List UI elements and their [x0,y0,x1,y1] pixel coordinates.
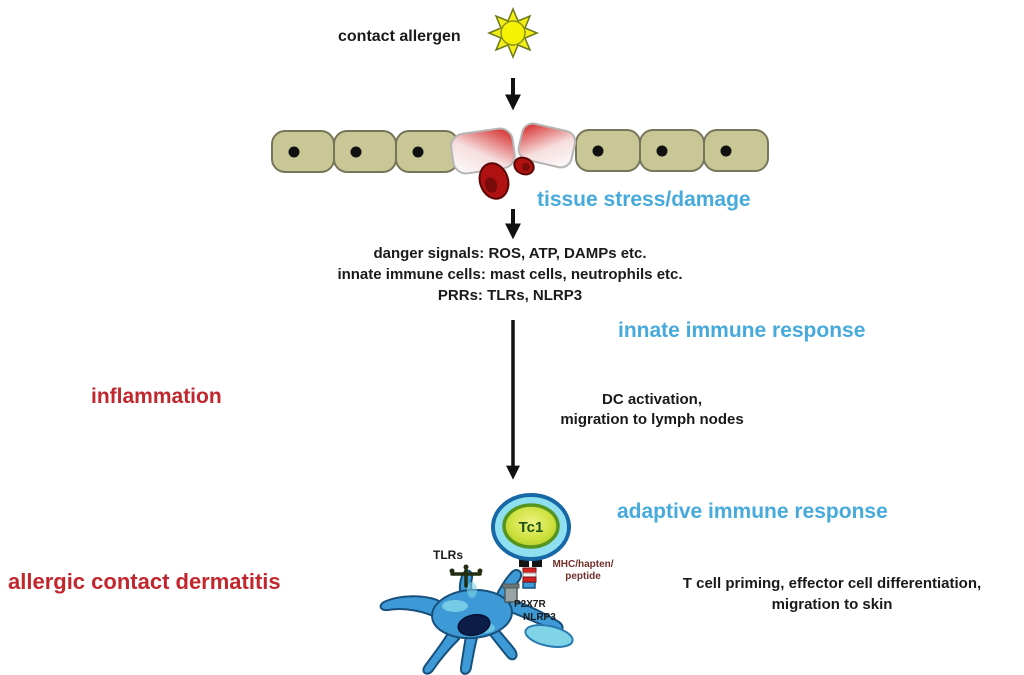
t-cell-priming-line: T cell priming, effector cell differenti… [682,575,982,592]
epithelial-cell [703,129,769,172]
stage-tissue-stress-label: tissue stress/damage [537,188,751,211]
t-cell-priming-block: T cell priming, effector cell differenti… [636,573,1024,615]
dc-activation-block: DC activation, migration to lymph nodes [528,390,776,430]
lymph-migration-line: migration to lymph nodes [560,411,744,428]
damaged-cell-right [517,122,577,169]
dc-arm-bottom-mid [459,635,478,675]
stage-innate-response-label: innate immune response [618,319,866,342]
epithelial-cell [575,129,641,172]
dendritic-cell [379,569,574,675]
prrs-line: PRRs: TLRs, NLRP3 [437,287,583,304]
dc-arm-right [504,599,564,633]
tc1-cell: Tc1 [491,493,571,561]
innate-cells-line: innate immune cells: mast cells, neutrop… [337,266,683,283]
mhc-label-line2: peptide [565,571,601,582]
epithelial-cell [271,130,335,173]
epithelium-row [271,129,769,173]
dc-arm-bottom-left [422,629,460,675]
epithelial-cell [333,130,397,173]
p2x7r-label: P2X7R [514,599,546,610]
epithelial-cell [639,129,705,172]
mhc-hapten-complex-icon [519,557,542,589]
tc1-label: Tc1 [519,519,544,536]
danger-signals-line: danger signals: ROS, ATP, DAMPs etc. [373,245,647,262]
nlrp3-label: NLRP3 [523,612,556,623]
dc-arm-bottom-right [487,625,518,661]
inflammation-label: inflammation [91,385,222,408]
skin-migration-line: migration to skin [771,596,893,613]
epithelial-cell [395,130,459,173]
stage-adaptive-response-label: adaptive immune response [617,500,888,523]
dc-activation-line: DC activation, [601,391,703,408]
innate-signals-block: danger signals: ROS, ATP, DAMPs etc. inn… [293,243,727,306]
allergic-contact-dermatitis-label: allergic contact dermatitis [8,569,281,594]
cell-debris [478,156,535,200]
dc-nucleus [457,613,491,637]
allergen-sun-icon [487,7,539,59]
dc-arm-cyan [524,624,574,648]
contact-allergen-label: contact allergen [338,28,461,45]
tlr-receptor-icon [449,564,483,588]
tlrs-label: TLRs [433,548,463,562]
mhc-hapten-peptide-label: MHC/hapten/ peptide [540,559,626,583]
mhc-label-line1: MHC/hapten/ [552,559,614,570]
p2x7r-channel-icon [502,583,520,603]
